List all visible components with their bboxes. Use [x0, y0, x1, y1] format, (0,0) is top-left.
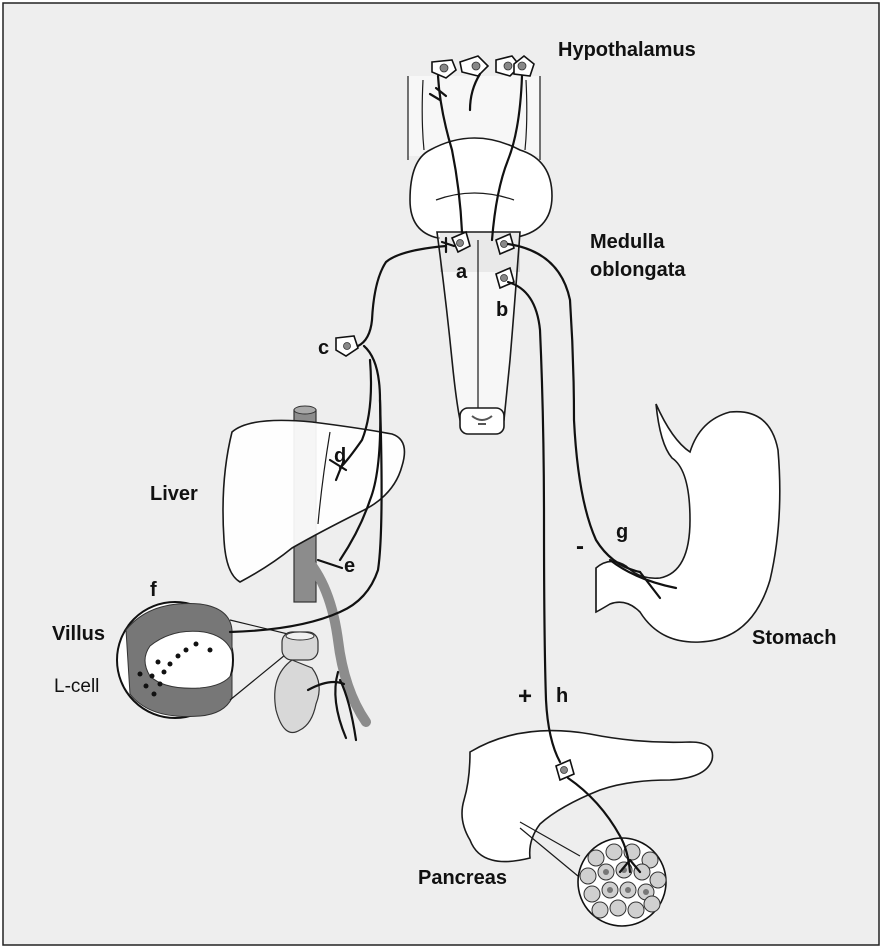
label-medulla: Medulla	[590, 231, 665, 253]
label-oblongata: oblongata	[590, 259, 686, 281]
label-lcell: L-cell	[54, 676, 99, 697]
letter-f: f	[150, 579, 157, 601]
letter-h: h	[556, 685, 568, 707]
letter-b: b	[496, 299, 508, 321]
label-hypothalamus: Hypothalamus	[558, 39, 696, 61]
label-stomach: Stomach	[752, 627, 836, 649]
pancreatic-islet	[578, 838, 666, 926]
label-liver: Liver	[150, 483, 198, 505]
letter-c: c	[318, 337, 329, 359]
sign-minus: -	[576, 533, 584, 560]
sign-plus: +	[518, 683, 532, 710]
label-pancreas: Pancreas	[418, 867, 507, 889]
letter-d: d	[334, 445, 346, 467]
letter-a: a	[456, 261, 468, 283]
letter-g: g	[616, 521, 628, 543]
label-villus: Villus	[52, 623, 105, 645]
letter-e: e	[344, 555, 355, 577]
